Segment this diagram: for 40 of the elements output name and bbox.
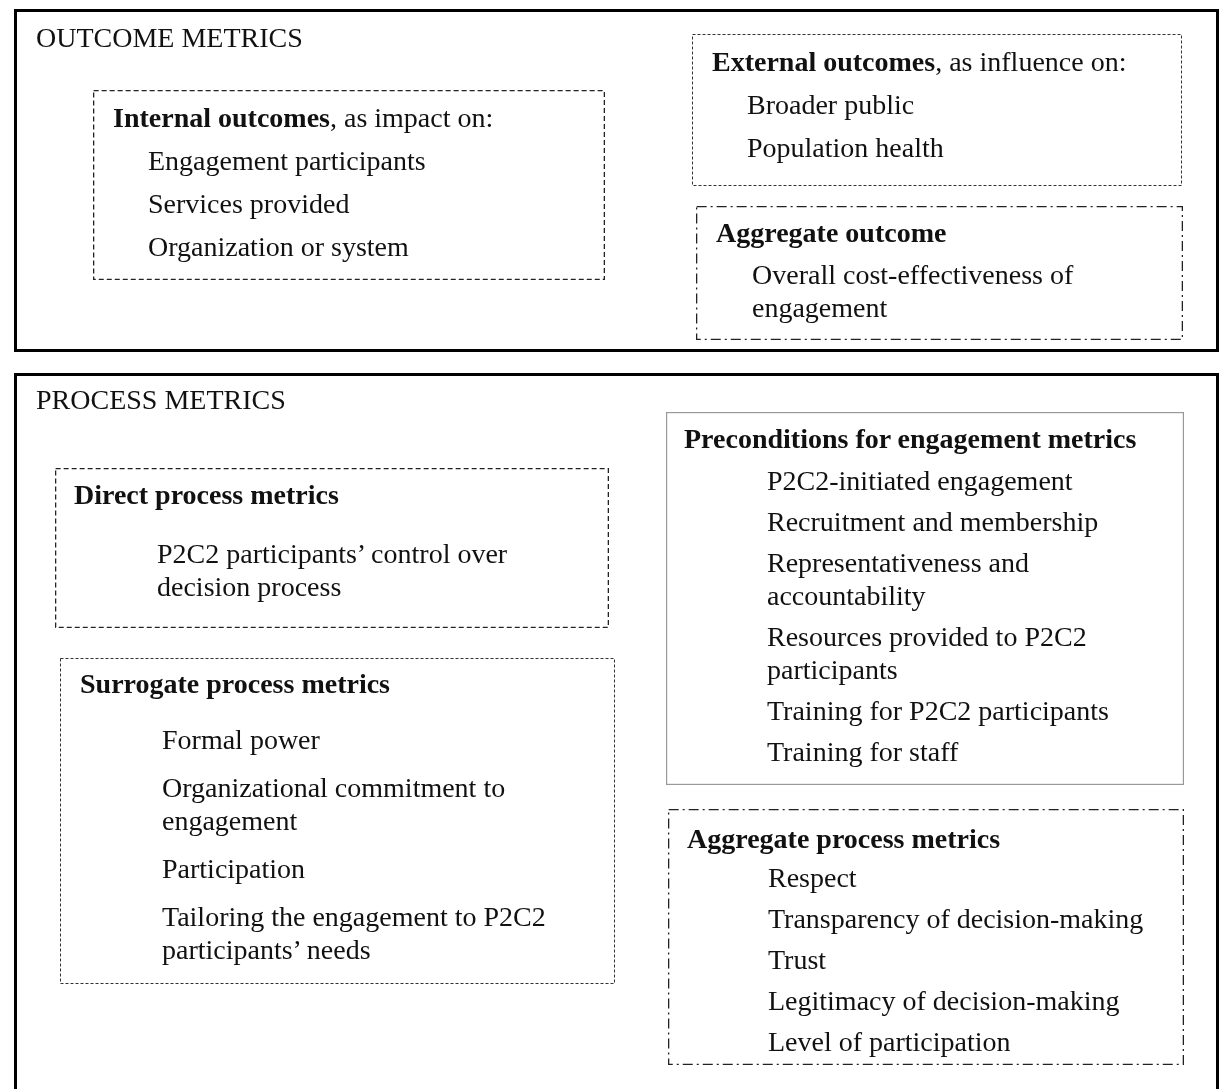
metric-item: Services provided bbox=[148, 187, 351, 220]
metric-item: Resources provided to P2C2 participants bbox=[767, 620, 1088, 686]
metric-item: Overall cost-effectiveness of engagement bbox=[752, 258, 1075, 324]
category-heading: Internal outcomes, as impact on: bbox=[113, 101, 494, 134]
metric-item: Organization or system bbox=[148, 230, 410, 263]
category-box bbox=[55, 468, 609, 628]
metric-item: Organizational commitment to engagement bbox=[162, 771, 507, 837]
metric-item: Recruitment and membership bbox=[767, 505, 1100, 538]
metric-item: Representativeness and accountability bbox=[767, 546, 1031, 612]
category-heading: Surrogate process metrics bbox=[80, 667, 390, 700]
category-box bbox=[93, 90, 605, 280]
metric-item: Training for staff bbox=[767, 735, 960, 768]
panel-title: OUTCOME METRICS bbox=[36, 21, 303, 54]
category-heading: Aggregate process metrics bbox=[687, 822, 1001, 855]
category-box bbox=[692, 34, 1182, 186]
metric-item: Participation bbox=[162, 852, 307, 885]
metric-item: Respect bbox=[768, 861, 858, 894]
metric-item: Trust bbox=[768, 943, 828, 976]
category-box bbox=[666, 412, 1184, 785]
category-heading: Preconditions for engagement metrics bbox=[684, 422, 1137, 455]
category-heading: Direct process metrics bbox=[74, 478, 339, 511]
metric-item: Engagement participants bbox=[148, 144, 427, 177]
metric-item: Transparency of decision-making bbox=[768, 902, 1145, 935]
metric-item: Level of participation bbox=[768, 1025, 1012, 1058]
metric-item: P2C2 participants’ control over decision process bbox=[157, 537, 509, 603]
category-box bbox=[668, 809, 1184, 1065]
metric-item: Population health bbox=[747, 131, 945, 164]
category-box bbox=[60, 658, 615, 984]
metrics-panel bbox=[14, 373, 1219, 1089]
category-box bbox=[696, 206, 1183, 340]
metric-item: Legitimacy of decision-making bbox=[768, 984, 1121, 1017]
metric-item: P2C2-initiated engagement bbox=[767, 464, 1074, 497]
metric-item: Broader public bbox=[747, 88, 916, 121]
panel-title: PROCESS METRICS bbox=[36, 383, 286, 416]
metric-item: Training for P2C2 participants bbox=[767, 694, 1110, 727]
metric-item: Formal power bbox=[162, 723, 321, 756]
category-heading: External outcomes, as influence on: bbox=[712, 45, 1127, 78]
metric-item: Tailoring the engagement to P2C2 participants’ needs bbox=[162, 900, 547, 966]
category-heading: Aggregate outcome bbox=[716, 216, 947, 249]
metrics-panel bbox=[14, 9, 1219, 352]
